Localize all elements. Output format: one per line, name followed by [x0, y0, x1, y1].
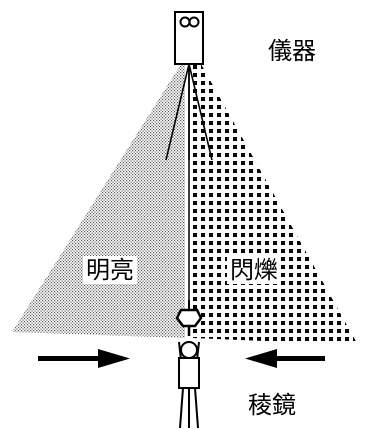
bright-beam-region — [12, 64, 185, 338]
arrow-right-icon — [38, 349, 130, 368]
prism-icon — [175, 300, 203, 336]
instrument-label: 儀器 — [268, 37, 316, 65]
flash-label: 閃爍 — [227, 256, 281, 284]
bright-label: 明亮 — [83, 256, 137, 284]
tripod-icon — [165, 63, 213, 161]
surveyor-icon — [178, 341, 200, 429]
flash-beam-region — [193, 64, 358, 345]
prism-label: 稜鏡 — [248, 391, 296, 419]
total-station-icon — [174, 11, 204, 65]
arrow-left-icon — [245, 349, 325, 368]
